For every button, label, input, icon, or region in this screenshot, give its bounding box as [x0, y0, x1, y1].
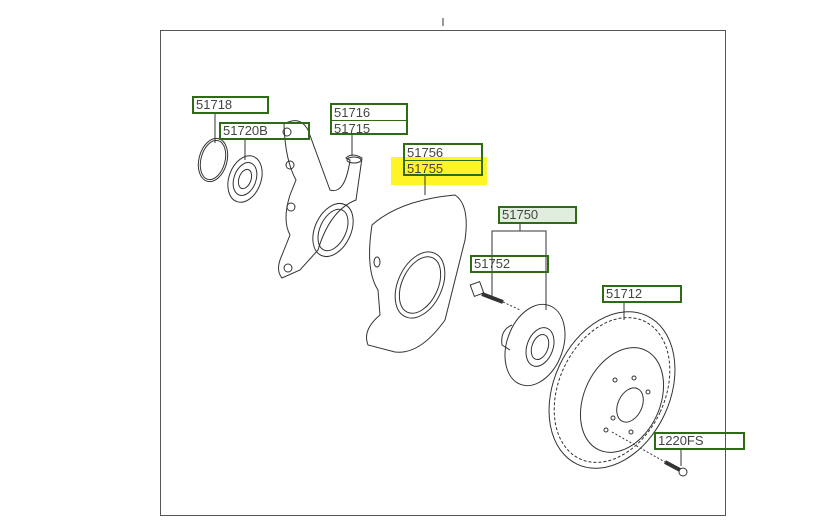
hub-part [501, 303, 566, 387]
hub-bolt-part [469, 281, 521, 311]
label-51756[interactable]: 51756 [405, 145, 481, 161]
dust-shield-part [366, 194, 467, 353]
label-1220FS[interactable]: 1220FS [654, 432, 745, 450]
leader-51750 [491, 230, 547, 310]
label-51715[interactable]: 51715 [334, 121, 371, 136]
label-51718[interactable]: 51718 [192, 96, 269, 114]
bearing-part [227, 155, 263, 203]
brake-disc-part [548, 311, 676, 469]
diagram-frame [160, 30, 726, 516]
label-51752[interactable]: 51752 [470, 255, 549, 273]
label-group-51756-51755: 51756 51755 [403, 143, 483, 176]
screw-part [611, 431, 688, 477]
knuckle-part [278, 120, 363, 279]
label-51750[interactable]: 51750 [498, 206, 577, 224]
label-51755[interactable]: 51755 [407, 161, 444, 176]
label-51712[interactable]: 51712 [602, 285, 682, 303]
label-51716[interactable]: 51716 [332, 105, 406, 121]
snap-ring-part [197, 137, 229, 183]
label-group-51716-51715: 51716 51715 [330, 103, 408, 136]
label-51720B[interactable]: 51720B [219, 122, 310, 140]
highlight-51755 [391, 157, 487, 185]
